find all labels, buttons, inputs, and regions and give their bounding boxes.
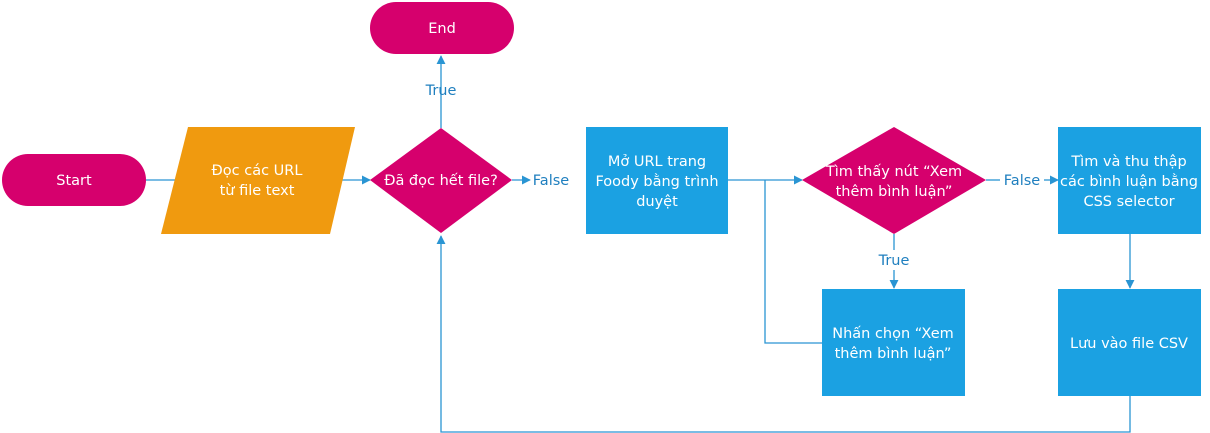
collect-line-1: Tìm và thu thập [1070, 154, 1186, 170]
click-more-process-shape [822, 289, 965, 396]
collect-process-shape [1058, 127, 1201, 234]
node-all-read-decision: Đã đọc hết file? [370, 128, 512, 233]
node-click-more: Nhấn chọn “Xem thêm bình luận” [822, 289, 965, 396]
read-urls-io-shape [161, 127, 355, 234]
find-more-line-1: Tìm thấy nút “Xem [825, 164, 962, 180]
start-label: Start [56, 173, 92, 189]
open-url-line-1: Mở URL trang [608, 154, 706, 170]
node-save-csv: Lưu vào file CSV [1058, 289, 1201, 396]
node-open-url: Mở URL trang Foody bằng trình duyệt [586, 127, 728, 234]
edge-save-loop-back [436, 235, 1131, 433]
click-more-line-1: Nhấn chọn “Xem [832, 326, 954, 342]
node-end: End [370, 2, 514, 54]
read-urls-line-2: từ file text [220, 183, 295, 199]
edge-label-true-click: True [878, 253, 910, 269]
node-collect: Tìm và thu thập các bình luận bằng CSS s… [1058, 127, 1201, 234]
start-terminal-shape [2, 154, 146, 206]
edge-click-loop-back [764, 180, 822, 344]
edge-label-true-end: True [425, 83, 457, 99]
open-url-process-shape [586, 127, 728, 234]
find-more-decision-shape [802, 127, 986, 234]
all-read-decision-shape [370, 128, 512, 233]
save-csv-label: Lưu vào file CSV [1070, 336, 1188, 352]
node-read-urls: Đọc các URL từ file text [161, 127, 355, 234]
click-more-line-2: thêm bình luận” [835, 346, 952, 362]
open-url-line-2: Foody bằng trình [595, 173, 718, 190]
end-terminal-shape [370, 2, 514, 54]
connectors [146, 55, 1135, 433]
end-label: End [428, 21, 456, 37]
collect-line-3: CSS selector [1083, 194, 1174, 210]
node-start: Start [2, 154, 146, 206]
edge-label-false-collect: False [1004, 173, 1040, 189]
node-find-more-decision: Tìm thấy nút “Xem thêm bình luận” [802, 127, 986, 234]
save-csv-process-shape [1058, 289, 1201, 396]
collect-line-2: các bình luận bằng [1060, 173, 1198, 190]
edge-label-false-open: False [533, 173, 569, 189]
find-more-line-2: thêm bình luận” [836, 184, 953, 200]
open-url-line-3: duyệt [636, 194, 678, 210]
all-read-decision-label: Đã đọc hết file? [384, 172, 498, 189]
edge-labels: True False False True [425, 83, 1041, 269]
read-urls-line-1: Đọc các URL [212, 163, 303, 179]
